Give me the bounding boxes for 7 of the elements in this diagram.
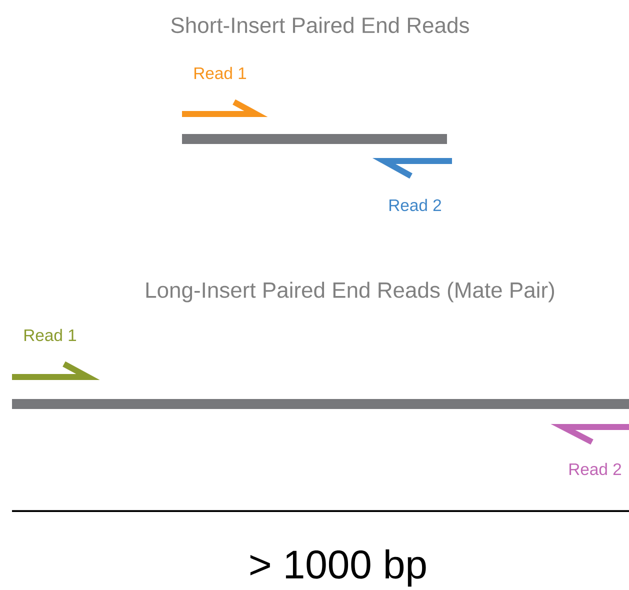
heading: Short-Insert Paired End Reads [171,16,469,34]
length-label: > 1000 bp [250,549,426,587]
heading: Long-Insert Paired End Reads (Mate Pair) [146,282,554,302]
read-label: Read 1 [194,66,246,80]
read-label: Read 2 [390,198,441,212]
read-label: Read 1 [24,328,76,342]
read-label: Read 2 [570,462,621,476]
